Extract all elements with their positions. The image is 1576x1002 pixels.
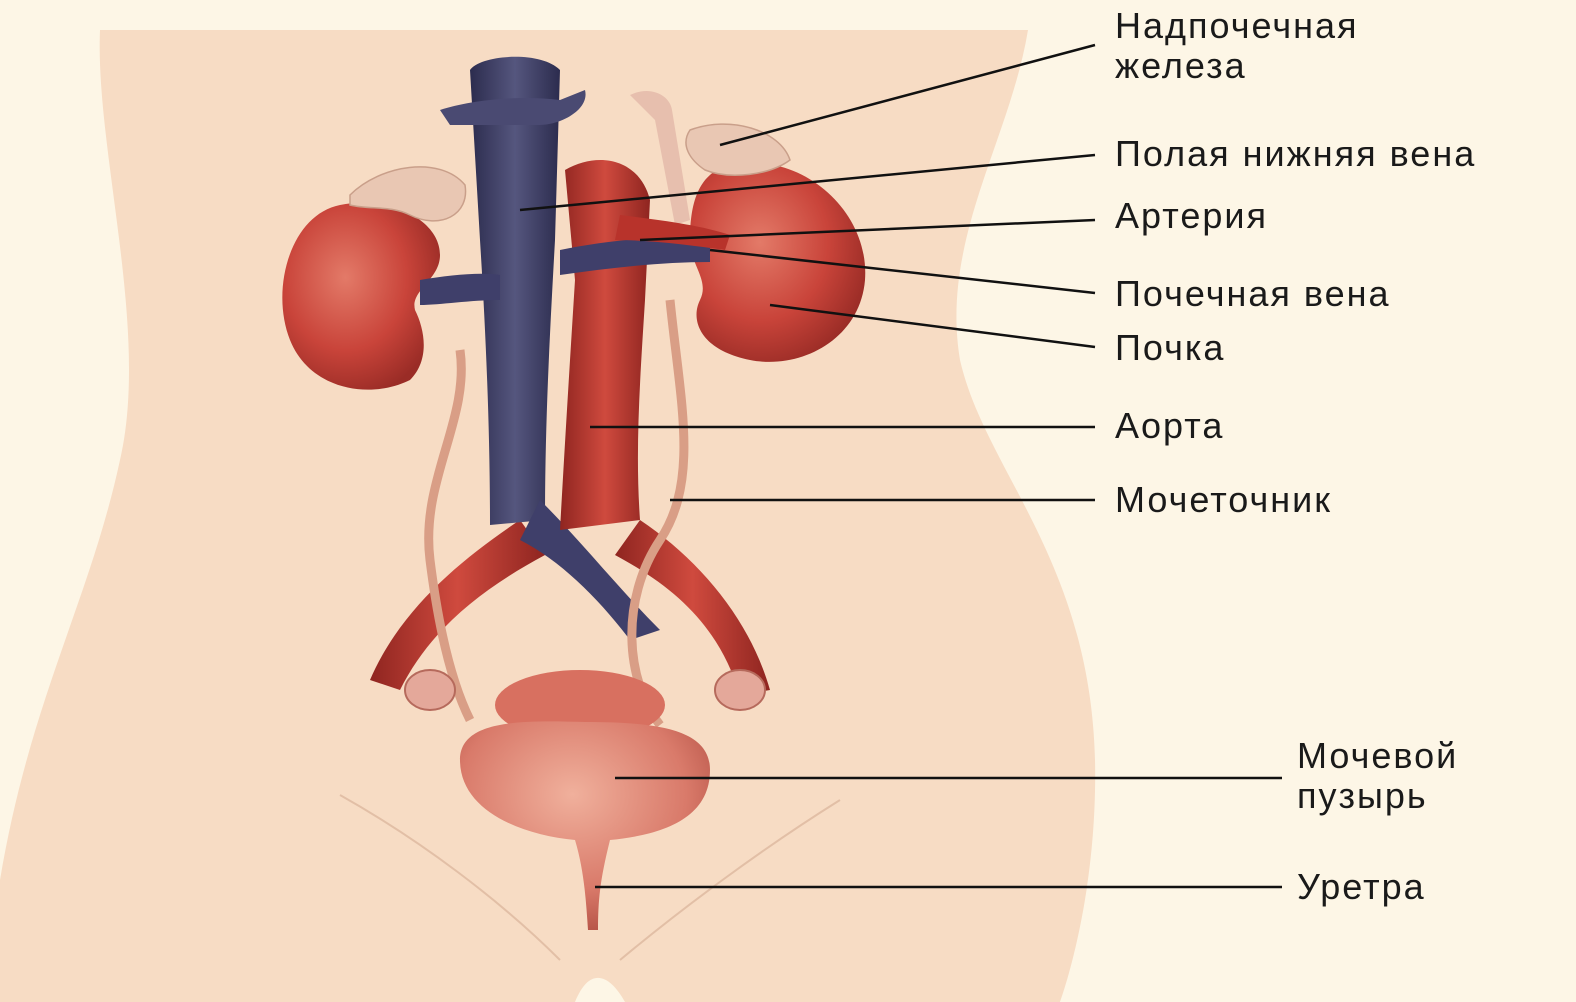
label-bladder-line1: Мочевой bbox=[1297, 736, 1458, 776]
ovary-right bbox=[715, 670, 765, 710]
label-adrenal-gland-line1: Надпочечная bbox=[1115, 6, 1358, 46]
aorta-vessel bbox=[560, 160, 650, 530]
label-kidney: Почка bbox=[1115, 328, 1225, 368]
label-ureter: Мочеточник bbox=[1115, 480, 1332, 520]
label-vena-cava: Полая нижняя вена bbox=[1115, 134, 1476, 174]
label-bladder-line2: пузырь bbox=[1297, 776, 1428, 816]
kidney-left bbox=[282, 203, 440, 390]
ovary-left bbox=[405, 670, 455, 710]
label-renal-vein: Почечная вена bbox=[1115, 274, 1391, 314]
label-urethra: Уретра bbox=[1297, 867, 1426, 907]
label-artery: Артерия bbox=[1115, 196, 1268, 236]
label-aorta: Аорта bbox=[1115, 406, 1224, 446]
label-adrenal-gland-line2: железа bbox=[1115, 46, 1247, 86]
